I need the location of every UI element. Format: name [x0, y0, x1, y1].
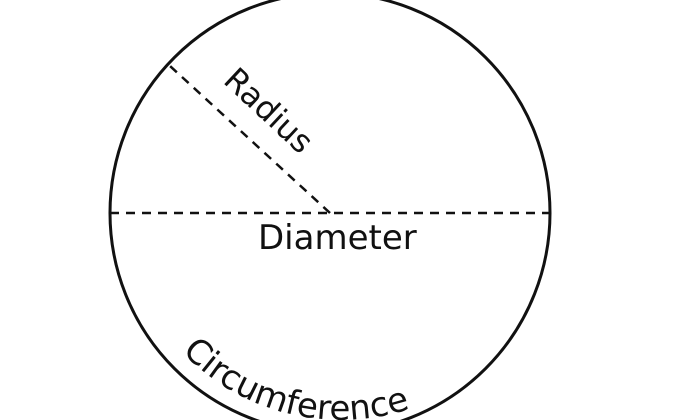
- circle-outline: [108, 0, 552, 420]
- circumference-label: Circumference: [176, 330, 413, 420]
- radius-label: Radius: [217, 60, 321, 161]
- radius-line: [169, 65, 331, 214]
- diameter-label: Diameter: [258, 218, 417, 258]
- circumference-label-path: Circumference: [176, 330, 413, 420]
